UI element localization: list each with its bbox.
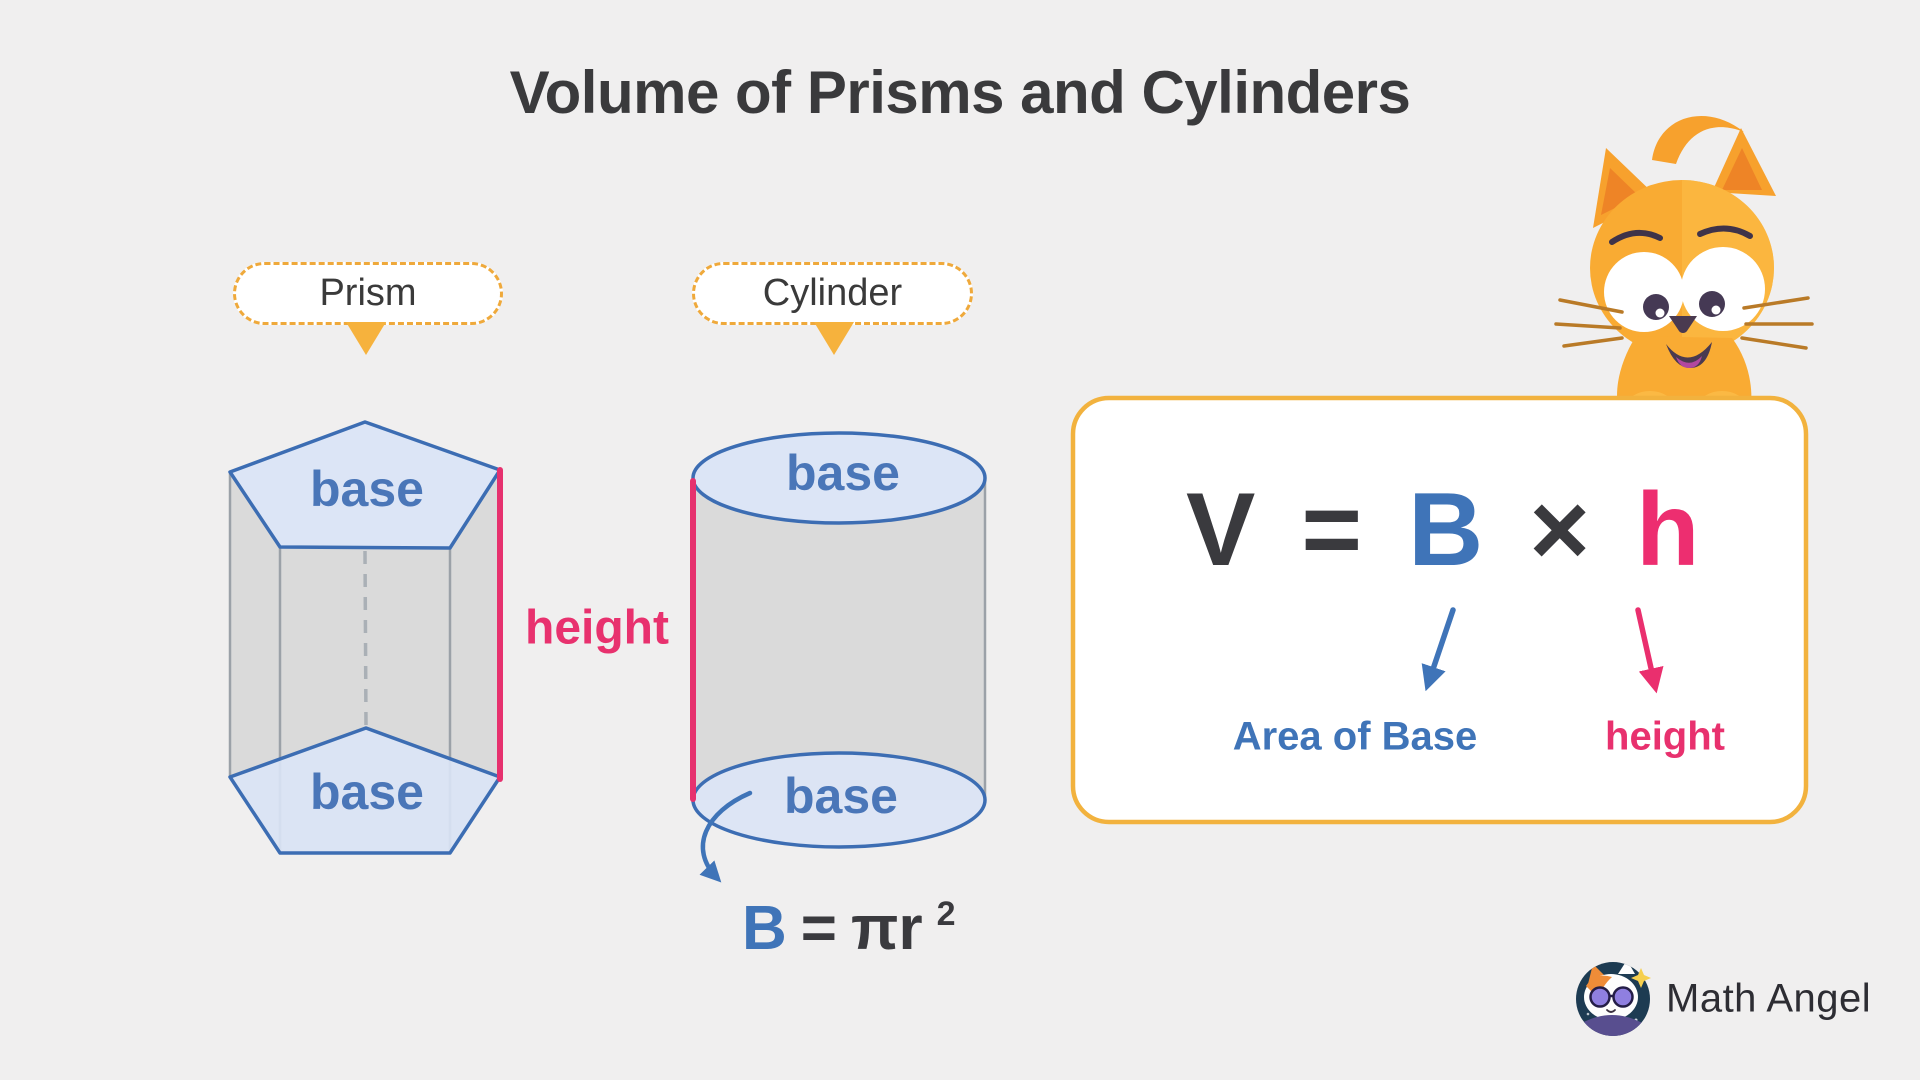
area-of-base-annotation: Area of Base (1232, 714, 1478, 759)
arrow-to-height (1635, 607, 1664, 694)
math-angel-logo-icon (1576, 962, 1651, 1036)
page-title: Volume of Prisms and Cylinders (509, 59, 1411, 126)
cylinder-bottom-base-label: base (784, 768, 898, 824)
h-symbol: h (1635, 471, 1700, 588)
cat-whiskers (1554, 296, 1814, 350)
equals-sign: = (1301, 471, 1363, 588)
brand-name: Math Angel (1666, 976, 1872, 1021)
cat-right-eye-glint (1711, 305, 1721, 315)
prism-top-base-face (228, 420, 502, 550)
cat-right-inner-ear (1722, 148, 1762, 190)
logo-sparkle-icon (1631, 968, 1651, 988)
cat-tongue (1676, 356, 1702, 368)
logo-cat-glasses-left (1589, 986, 1611, 1008)
logo-cat-right-ear (1618, 962, 1635, 974)
cat-left-inner-ear (1601, 168, 1639, 215)
prism-illustration (228, 420, 503, 855)
b-symbol: B (1408, 471, 1484, 588)
cylinder-illustration (690, 431, 987, 883)
equals-sign: = (800, 894, 837, 963)
base-area-formula: B = πr 2 (742, 893, 956, 964)
cat-left-pupil (1643, 294, 1669, 320)
cat-mouth (1666, 342, 1712, 368)
cylinder-top-base-label: base (786, 445, 900, 501)
volume-formula: V = B × h (1186, 472, 1699, 588)
cylinder-label-pill: Cylinder (692, 262, 973, 325)
cat-right-pupil (1699, 291, 1725, 317)
formula-card (1070, 395, 1809, 825)
exponent: 2 (936, 895, 956, 933)
cat-hair-curl (1652, 116, 1744, 164)
prism-pointer-triangle-icon (346, 322, 386, 355)
arrow-to-area-of-base (1421, 607, 1456, 692)
prism-bottom-base-face (228, 726, 502, 855)
cat-mascot-illustration (1554, 116, 1814, 421)
times-sign: × (1529, 471, 1590, 588)
base-to-formula-arrow (699, 790, 753, 883)
prism-bottom-base-label: base (310, 764, 424, 820)
cat-right-eyebrow (1697, 225, 1753, 239)
v-symbol: V (1186, 471, 1256, 588)
cat-left-eyebrow (1609, 229, 1663, 245)
cylinder-pointer-triangle-icon (814, 322, 854, 355)
prism-label-pill: Prism (233, 262, 503, 325)
cylinder-body (693, 478, 985, 800)
cat-nose (1669, 316, 1697, 333)
logo-cat-mouth (1606, 1009, 1616, 1013)
height-label: height (525, 601, 669, 655)
pi-r-symbol: πr (851, 894, 923, 963)
logo-cat-left-ear (1588, 964, 1605, 984)
logo-star (1586, 1012, 1590, 1016)
cat-left-eye-glint (1655, 308, 1665, 318)
prism-top-base-label: base (310, 461, 424, 517)
height-annotation: height (1605, 714, 1725, 759)
prism-hidden-edge-dashed (363, 550, 368, 727)
b-symbol: B (742, 894, 787, 963)
logo-cat-glasses-right (1612, 986, 1634, 1008)
